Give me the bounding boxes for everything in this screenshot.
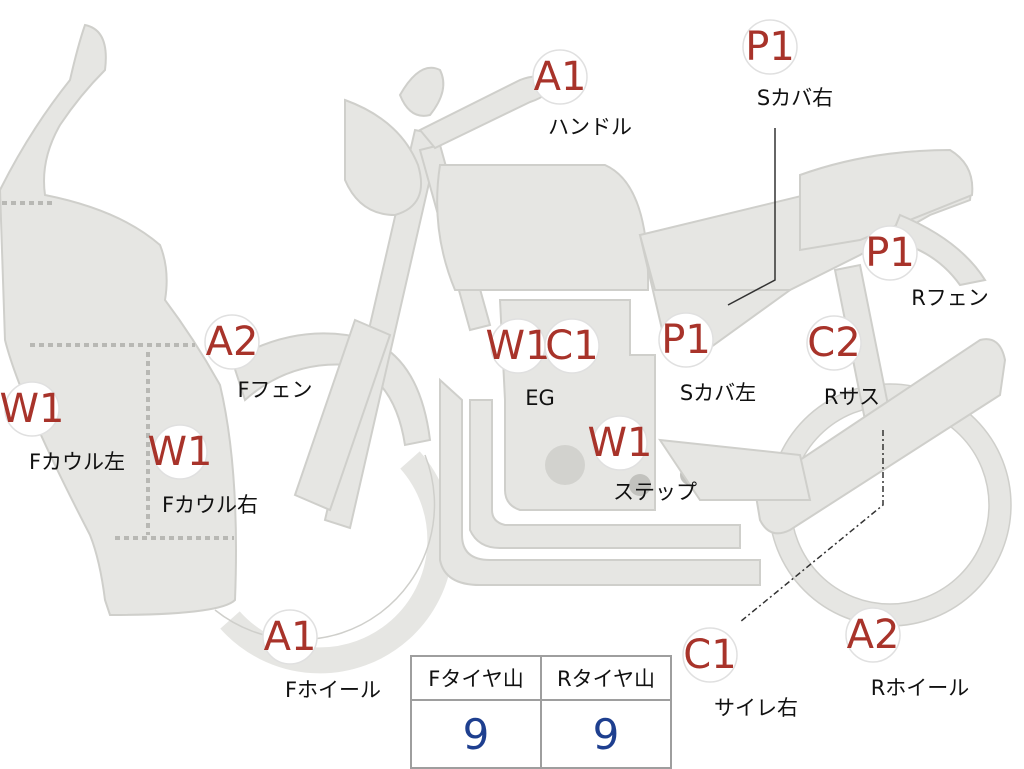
code-front-cowl-left: W1 — [0, 386, 65, 432]
label-seat-cover-left: Sカバ左 — [680, 381, 756, 405]
label-handle: ハンドル — [548, 115, 632, 139]
label-step: ステップ — [613, 480, 697, 504]
rear-tire-header: Rタイヤ山 — [540, 655, 672, 701]
label-seat-cover-right: Sカバ右 — [757, 86, 833, 110]
code-seat-cover-right: P1 — [745, 24, 795, 70]
badge-muffler-right — [682, 627, 738, 683]
code-front-cowl-right: W1 — [148, 429, 213, 475]
label-rear-wheel: Rホイール — [871, 676, 970, 700]
badge-front-cowl-left — [4, 381, 60, 437]
callout-muffler-right: C1 サイレ右 — [682, 627, 798, 720]
badge-step — [592, 415, 648, 471]
rear-tire-value: 9 — [540, 699, 672, 769]
badge-rear-fender — [862, 225, 918, 281]
callout-engine-c: C1 — [544, 318, 600, 374]
fuel-tank-shape — [436, 164, 650, 291]
code-front-wheel: A1 — [264, 614, 317, 660]
code-step: W1 — [588, 420, 653, 466]
code-muffler-right: C1 — [683, 632, 736, 678]
code-seat-cover-left: P1 — [661, 317, 711, 363]
code-rear-suspension: C2 — [807, 320, 860, 366]
badge-engine-c — [544, 318, 600, 374]
code-rear-wheel: A2 — [847, 612, 900, 658]
muffler-shape — [753, 338, 1007, 535]
front-tire-value: 9 — [410, 699, 542, 769]
badge-front-cowl-right — [152, 424, 208, 480]
badge-front-wheel — [262, 609, 318, 665]
label-rear-fender: Rフェン — [911, 286, 989, 310]
badge-seat-cover-right — [742, 19, 798, 75]
front-cowl-shape — [0, 23, 237, 617]
code-rear-fender: P1 — [865, 230, 915, 276]
code-handle: A1 — [534, 54, 587, 100]
front-tire-header: Fタイヤ山 — [410, 655, 542, 701]
badge-front-fender — [204, 314, 260, 370]
label-front-cowl-left: Fカウル左 — [29, 450, 125, 474]
callout-handle: A1 ハンドル — [532, 49, 632, 139]
leader-lines — [727, 128, 884, 623]
label-front-cowl-right: Fカウル右 — [162, 493, 258, 517]
badge-rear-wheel — [845, 607, 901, 663]
badge-rear-suspension — [806, 315, 862, 371]
label-engine: EG — [525, 386, 555, 410]
code-engine: W1 — [486, 323, 551, 369]
tire-depth-table: Fタイヤ山 Rタイヤ山 9 9 — [410, 655, 672, 769]
label-muffler-right: サイレ右 — [714, 696, 798, 720]
callout-step: W1 ステップ — [588, 415, 697, 504]
code-front-fender: A2 — [206, 319, 259, 365]
label-rear-suspension: Rサス — [824, 385, 880, 409]
code-engine-c: C1 — [545, 323, 598, 369]
label-front-wheel: Fホイール — [285, 678, 381, 702]
badge-seat-cover-left — [658, 312, 714, 368]
badge-handle — [532, 49, 588, 105]
label-front-fender: Fフェン — [237, 378, 312, 402]
